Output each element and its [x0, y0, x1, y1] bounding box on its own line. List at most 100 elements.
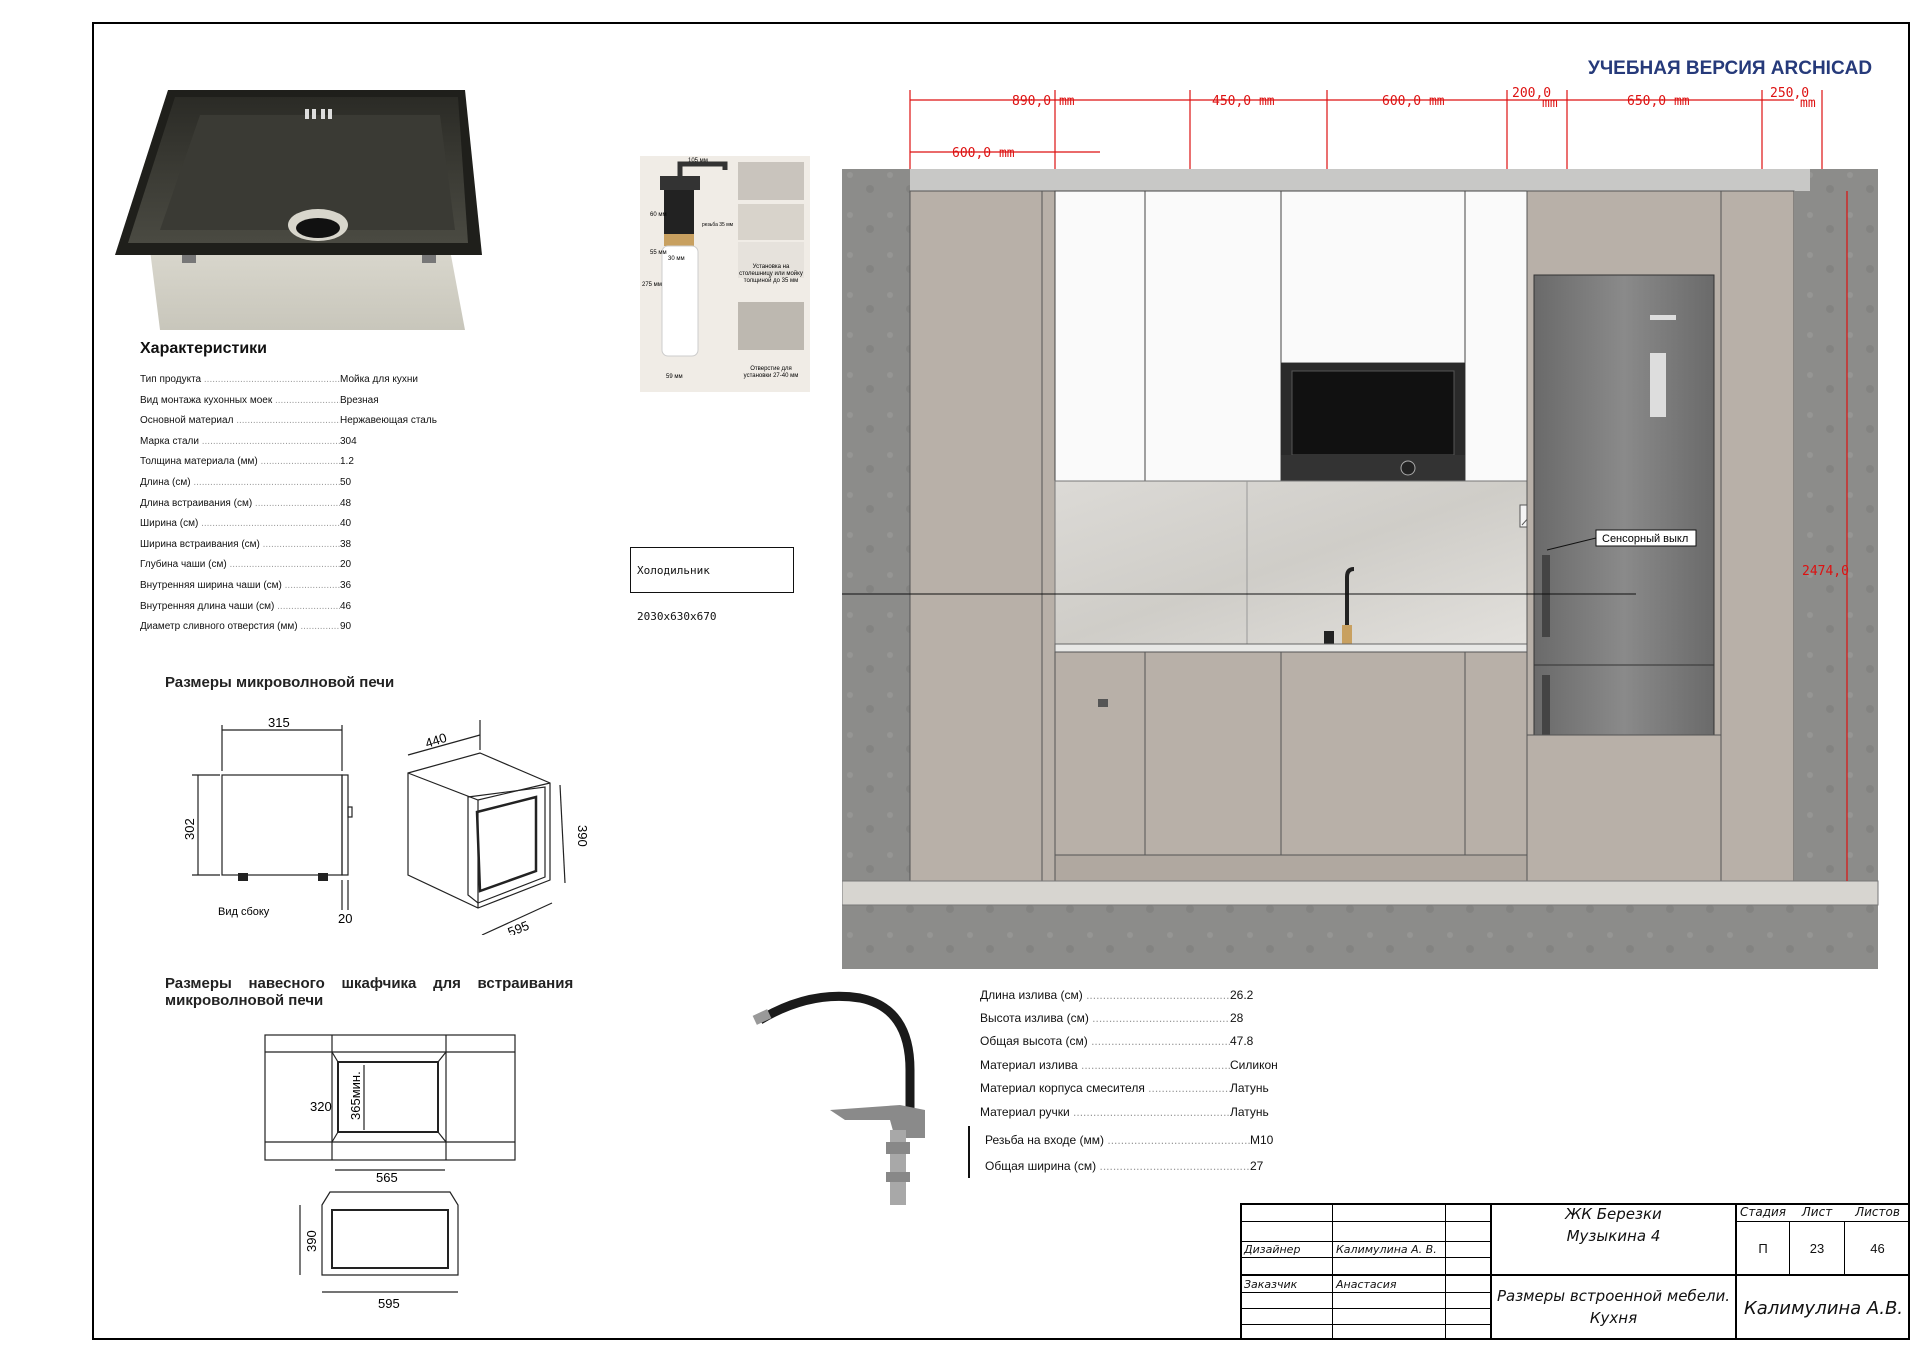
dispenser-dim-59: 59 мм	[666, 374, 683, 380]
faucet-spec-row: Резьба на входе (мм)M10	[985, 1133, 1273, 1147]
faucet-spec-value: 27	[1250, 1159, 1264, 1173]
sheets-value: 46	[1870, 1241, 1885, 1256]
sink-spec-key: Внутренняя ширина чаши (см)	[140, 580, 340, 591]
microwave-title: Размеры микроволновой печи	[165, 674, 395, 691]
dispenser-dim-60: 60 мм	[650, 212, 667, 218]
faucet-spec-row: Высота излива (см)28	[980, 1011, 1243, 1025]
dim-250-unit: mm	[1800, 96, 1816, 111]
designer-label: Дизайнер	[1244, 1243, 1301, 1256]
sink-spec-row: Ширина (см)40	[140, 518, 450, 529]
sink-spec-row: Ширина встраивания (см)38	[140, 539, 450, 550]
sink-spec-value: 304	[340, 435, 357, 447]
dim-200: 200,0	[1512, 86, 1551, 101]
faucet-spec-row: Материал корпуса смесителяЛатунь	[980, 1081, 1269, 1095]
dim-890: 890,0 mm	[1012, 94, 1075, 109]
faucet-spec-row: Материал изливаСиликон	[980, 1058, 1278, 1072]
dim-650: 650,0 mm	[1627, 94, 1690, 109]
sink-spec-value: Врезная	[340, 394, 379, 406]
sink-spec-key: Диаметр сливного отверстия (мм)	[140, 621, 340, 632]
sink-spec-value: Мойка для кухни	[340, 374, 418, 385]
cabinet-dim-365: 365мин.	[348, 1071, 363, 1120]
microwave-dim-20: 20	[338, 911, 352, 926]
microwave-dim-315: 315	[268, 715, 290, 730]
kitchen-elevation-drawing: 890,0 mm 450,0 mm 600,0 mm 200,0 mm 650,…	[842, 86, 1879, 969]
sink-spec-key: Тип продукта	[140, 374, 340, 385]
sink-spec-row: Внутренняя длина чаши (см)46	[140, 601, 450, 612]
sink-image	[115, 90, 482, 330]
sink-spec-value: 48	[340, 497, 352, 509]
sink-spec-row: Тип продуктаМойка для кухни	[140, 374, 450, 385]
faucet-spec-value: Силикон	[1230, 1058, 1278, 1072]
sink-spec-value: 46	[340, 600, 352, 612]
dispenser-dim-30: 30 мм	[668, 256, 685, 262]
dim-600: 600,0 mm	[1382, 94, 1445, 109]
microwave-side-view-label: Вид сбоку	[218, 906, 270, 918]
sink-spec-key: Вид монтажа кухонных моек	[140, 395, 340, 406]
faucet-spec-value: Латунь	[1230, 1081, 1269, 1095]
dim-450: 450,0 mm	[1212, 94, 1275, 109]
dim-600-second: 600,0 mm	[952, 146, 1015, 161]
dispenser-dim-55: 55 мм	[650, 250, 667, 256]
microwave-dimensions-drawing: 315 302 440 390 595 20 Вид сбоку	[182, 715, 590, 935]
faucet-spec-key: Общая высота (см)	[980, 1034, 1230, 1048]
sink-spec-row: Вид монтажа кухонных моекВрезная	[140, 395, 450, 406]
sink-spec-key: Внутренняя длина чаши (см)	[140, 601, 340, 612]
cabinet-dimensions-drawing: 320 365мин. 565 390 595	[264, 1034, 516, 1311]
dim-200-unit: mm	[1542, 96, 1558, 111]
sink-spec-value: 36	[340, 580, 352, 591]
faucet-spec-key: Материал излива	[980, 1058, 1230, 1072]
faucet-spec-key: Высота излива (см)	[980, 1011, 1230, 1025]
sink-spec-key: Длина (см)	[140, 477, 340, 488]
cabinet-title-line1: Размеры навесного шкафчика для встраиван…	[165, 975, 574, 992]
cabinet-dim-390: 390	[304, 1230, 319, 1252]
sink-spec-row: Длина (см)50	[140, 477, 450, 488]
sink-spec-value: 90	[340, 621, 352, 633]
sink-spec-row: Основной материалНержавеющая сталь	[140, 415, 450, 426]
dispenser-dim-105: 105 мм	[688, 158, 708, 164]
sheet-value: 23	[1809, 1241, 1825, 1256]
sink-spec-value: 38	[340, 538, 352, 550]
dim-250: 250,0	[1770, 86, 1809, 101]
faucet-spec-value: 26.2	[1230, 988, 1254, 1002]
sink-spec-key: Ширина (см)	[140, 518, 340, 529]
project-name-line2: Музыкина 4	[1566, 1227, 1661, 1245]
dim-height-2474: 2474,0	[1802, 564, 1849, 579]
faucet-spec-value: Латунь	[1230, 1105, 1269, 1119]
stage-value: П	[1758, 1241, 1768, 1256]
sink-spec-key: Марка стали	[140, 436, 340, 447]
sink-spec-key: Ширина встраивания (см)	[140, 539, 340, 550]
microwave-dim-440: 440	[423, 730, 448, 751]
faucet-spec-value: 28	[1230, 1011, 1244, 1025]
soap-dispenser-image: 105 мм 60 мм 275 мм 55 мм 30 мм 59 мм ре…	[640, 156, 810, 392]
sink-spec-key: Толщина материала (мм)	[140, 456, 340, 467]
sink-spec-value: 50	[340, 477, 352, 488]
faucet-spec-key: Общая ширина (см)	[985, 1159, 1250, 1173]
cabinet-title-line2: микроволновой печи	[165, 992, 324, 1009]
microwave-dim-595: 595	[506, 918, 532, 935]
fridge-label: Холодильник 2030х630х670	[630, 547, 794, 623]
sink-spec-row: Глубина чаши (см)20	[140, 559, 450, 570]
switch-label: Сенсорный выкл	[1602, 533, 1688, 545]
faucet-spec-value: M10	[1250, 1133, 1274, 1147]
cabinet-dim-595: 595	[378, 1296, 400, 1311]
microwave-dim-390: 390	[575, 825, 590, 847]
faucet-spec-value: 47.8	[1230, 1034, 1254, 1048]
dispenser-dim-275: 275 мм	[642, 282, 662, 288]
sink-spec-value: 40	[340, 518, 352, 530]
author-name: Калимулина А.В.	[1743, 1298, 1904, 1319]
faucet-spec-key: Материал корпуса смесителя	[980, 1081, 1230, 1095]
sheet-label: Лист	[1801, 1205, 1833, 1219]
sink-spec-row: Диаметр сливного отверстия (мм)90	[140, 621, 450, 632]
faucet-spec-row: Материал ручкиЛатунь	[980, 1105, 1269, 1119]
faucet-spec-row: Общая ширина (см)27	[985, 1159, 1263, 1173]
designer-name: Калимулина А. В.	[1336, 1243, 1437, 1256]
faucet-spec-key: Резьба на входе (мм)	[985, 1133, 1250, 1147]
sink-spec-key: Основной материал	[140, 415, 340, 426]
sink-spec-row: Толщина материала (мм)1.2	[140, 456, 450, 467]
faucet-spec-row: Длина излива (см)26.2	[980, 988, 1253, 1002]
sink-specs-title: Характеристики	[140, 340, 268, 357]
drawing-sheet-frame	[92, 22, 1910, 1340]
faucet-spec-row: Общая высота (см)47.8	[980, 1034, 1253, 1048]
